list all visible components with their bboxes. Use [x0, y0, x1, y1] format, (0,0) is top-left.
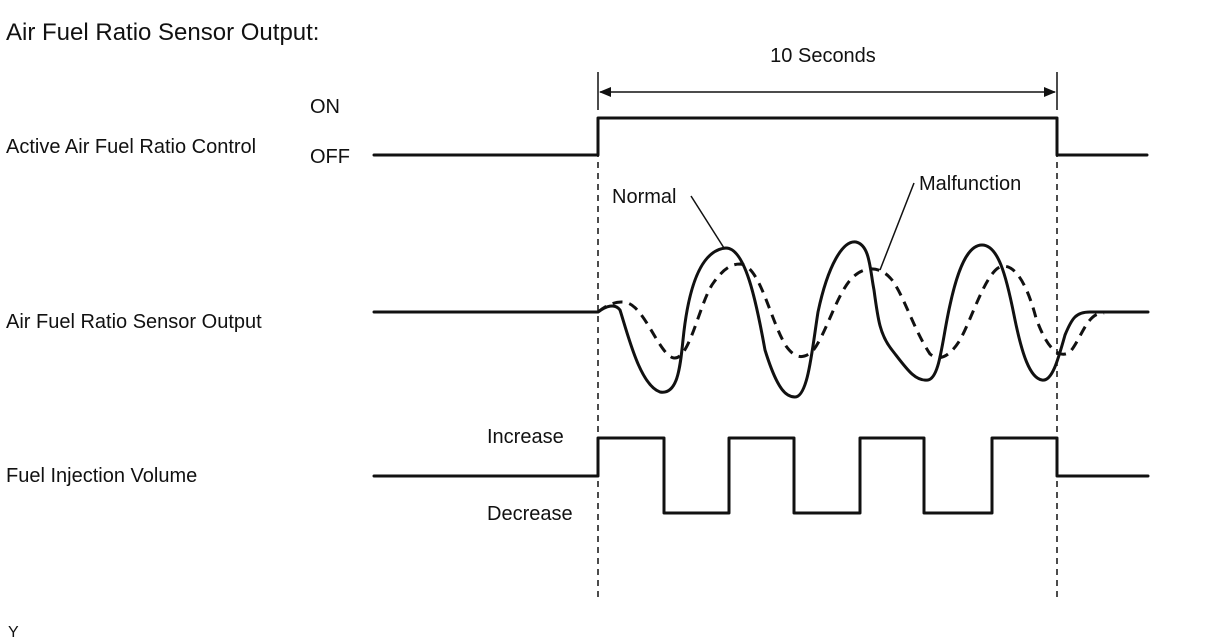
- level-label-decrease: Decrease: [487, 503, 573, 525]
- level-label-increase: Increase: [487, 426, 564, 448]
- normal-curve-label: Normal: [612, 186, 676, 208]
- malfunction-curve-label: Malfunction: [919, 173, 1021, 195]
- duration-label: 10 Seconds: [770, 45, 876, 67]
- normal-leader-line: [690, 195, 725, 249]
- level-label-on: ON: [310, 96, 340, 118]
- normal-sensor-curve: [372, 240, 1150, 399]
- row-label-sensor-output: Air Fuel Ratio Sensor Output: [6, 311, 262, 333]
- malfunction-sensor-curve: [597, 262, 1105, 360]
- page-title: Air Fuel Ratio Sensor Output:: [6, 19, 319, 46]
- injection-waveform: [372, 436, 1150, 515]
- row-label-active-control: Active Air Fuel Ratio Control: [6, 136, 256, 158]
- control-waveform: [372, 116, 1149, 157]
- level-label-off: OFF: [310, 146, 350, 168]
- malfunction-leader-line: [879, 182, 915, 271]
- row-label-injection-volume: Fuel Injection Volume: [6, 465, 197, 487]
- corner-mark: Y: [8, 624, 19, 641]
